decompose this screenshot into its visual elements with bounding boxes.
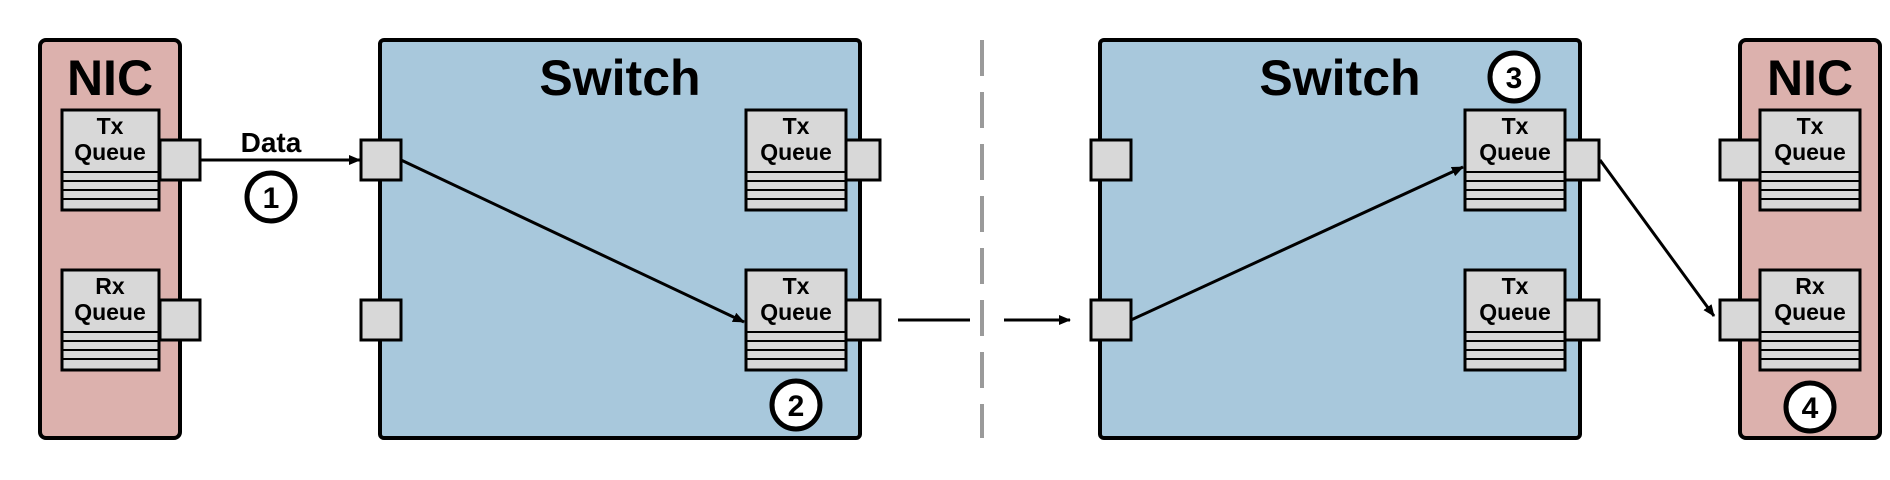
left-switch-internal-arrow [400, 158, 745, 324]
step-3-badge: 3 [1487, 50, 1541, 104]
right-nic-rx-queue: Rx Queue [1758, 268, 1862, 372]
numbered-circle-icon [769, 378, 823, 432]
right-nic: NIC Tx Queue Rx Queue [1718, 38, 1882, 440]
queue-type-label: Rx [1795, 273, 1825, 299]
switch-to-nic-arrow [1598, 159, 1716, 317]
step-4-badge: 4 [1783, 380, 1837, 434]
queue-label: Queue [1774, 139, 1846, 165]
left-switch-tx-queue-top: Tx Queue [744, 108, 848, 212]
queue-type-label: Tx [97, 113, 124, 139]
data-edge-label: Data [241, 127, 302, 158]
right-nic-title: NIC [1767, 50, 1853, 106]
left-switch-in-port-top [359, 138, 403, 182]
queue-label: Queue [760, 299, 832, 325]
queue-slots [1760, 171, 1860, 200]
left-switch-title: Switch [539, 50, 700, 106]
queue-slots [62, 171, 159, 200]
numbered-circle-icon [244, 170, 298, 224]
right-switch-box [1098, 38, 1582, 440]
right-nic-rx-port [1718, 298, 1762, 342]
left-switch-in-port-bottom [359, 298, 403, 342]
numbered-circle-icon [1487, 50, 1541, 104]
right-switch-title: Switch [1259, 50, 1420, 106]
queue-box [1463, 108, 1567, 212]
left-nic: NIC Tx Queue Rx Queue [38, 38, 202, 440]
queue-type-label: Tx [1502, 113, 1529, 139]
left-nic-rx-port [158, 298, 202, 342]
queue-label: Queue [74, 299, 146, 325]
left-switch: Switch Tx Queue Tx Queue [359, 38, 882, 440]
left-nic-rx-queue: Rx Queue [60, 268, 161, 372]
queue-box [744, 268, 848, 372]
queue-type-label: Tx [783, 273, 810, 299]
left-switch-tx-queue-bottom: Tx Queue [744, 268, 848, 372]
queue-box [60, 108, 161, 212]
right-switch-out-port-top [1563, 138, 1601, 182]
queue-box [1758, 268, 1862, 372]
right-switch-internal-arrow [1130, 165, 1464, 322]
queue-label: Queue [1479, 299, 1551, 325]
queue-slots [746, 171, 846, 200]
left-nic-title: NIC [67, 50, 153, 106]
right-nic-tx-queue: Tx Queue [1758, 108, 1862, 212]
right-switch-in-port-top [1089, 138, 1133, 182]
queue-box [60, 268, 161, 372]
step-2-badge: 2 [769, 378, 823, 432]
step-number: 3 [1506, 62, 1523, 95]
queue-box [1758, 108, 1862, 212]
queue-slots [1465, 171, 1565, 200]
queue-slots [1465, 331, 1565, 360]
queue-label: Queue [1479, 139, 1551, 165]
step-number: 1 [263, 182, 280, 215]
left-switch-out-port-top [844, 138, 882, 182]
queue-label: Queue [1774, 299, 1846, 325]
queue-label: Queue [760, 139, 832, 165]
right-switch-tx-queue-bottom: Tx Queue [1463, 268, 1567, 372]
step-number: 4 [1802, 392, 1819, 425]
queue-slots [1760, 331, 1860, 360]
left-nic-tx-queue: Tx Queue [60, 108, 161, 212]
step-1-badge: 1 [244, 170, 298, 224]
numbered-circle-icon [1783, 380, 1837, 434]
right-switch-tx-queue-top: Tx Queue [1463, 108, 1567, 212]
right-switch-out-port-bottom [1563, 298, 1601, 342]
left-switch-box [378, 38, 862, 440]
left-switch-out-port-bottom [844, 298, 882, 342]
queue-label: Queue [74, 139, 146, 165]
left-nic-tx-port [158, 138, 202, 182]
queue-type-label: Tx [1502, 273, 1529, 299]
right-nic-tx-port [1718, 138, 1762, 182]
queue-type-label: Tx [783, 113, 810, 139]
queue-slots [746, 331, 846, 360]
step-number: 2 [788, 390, 805, 423]
queue-type-label: Tx [1797, 113, 1824, 139]
queue-type-label: Rx [95, 273, 125, 299]
right-switch-in-port-bottom [1089, 298, 1133, 342]
queue-slots [62, 331, 159, 360]
queue-box [1463, 268, 1567, 372]
right-switch: Switch 3 Tx Queue Tx Queue [1089, 38, 1601, 440]
